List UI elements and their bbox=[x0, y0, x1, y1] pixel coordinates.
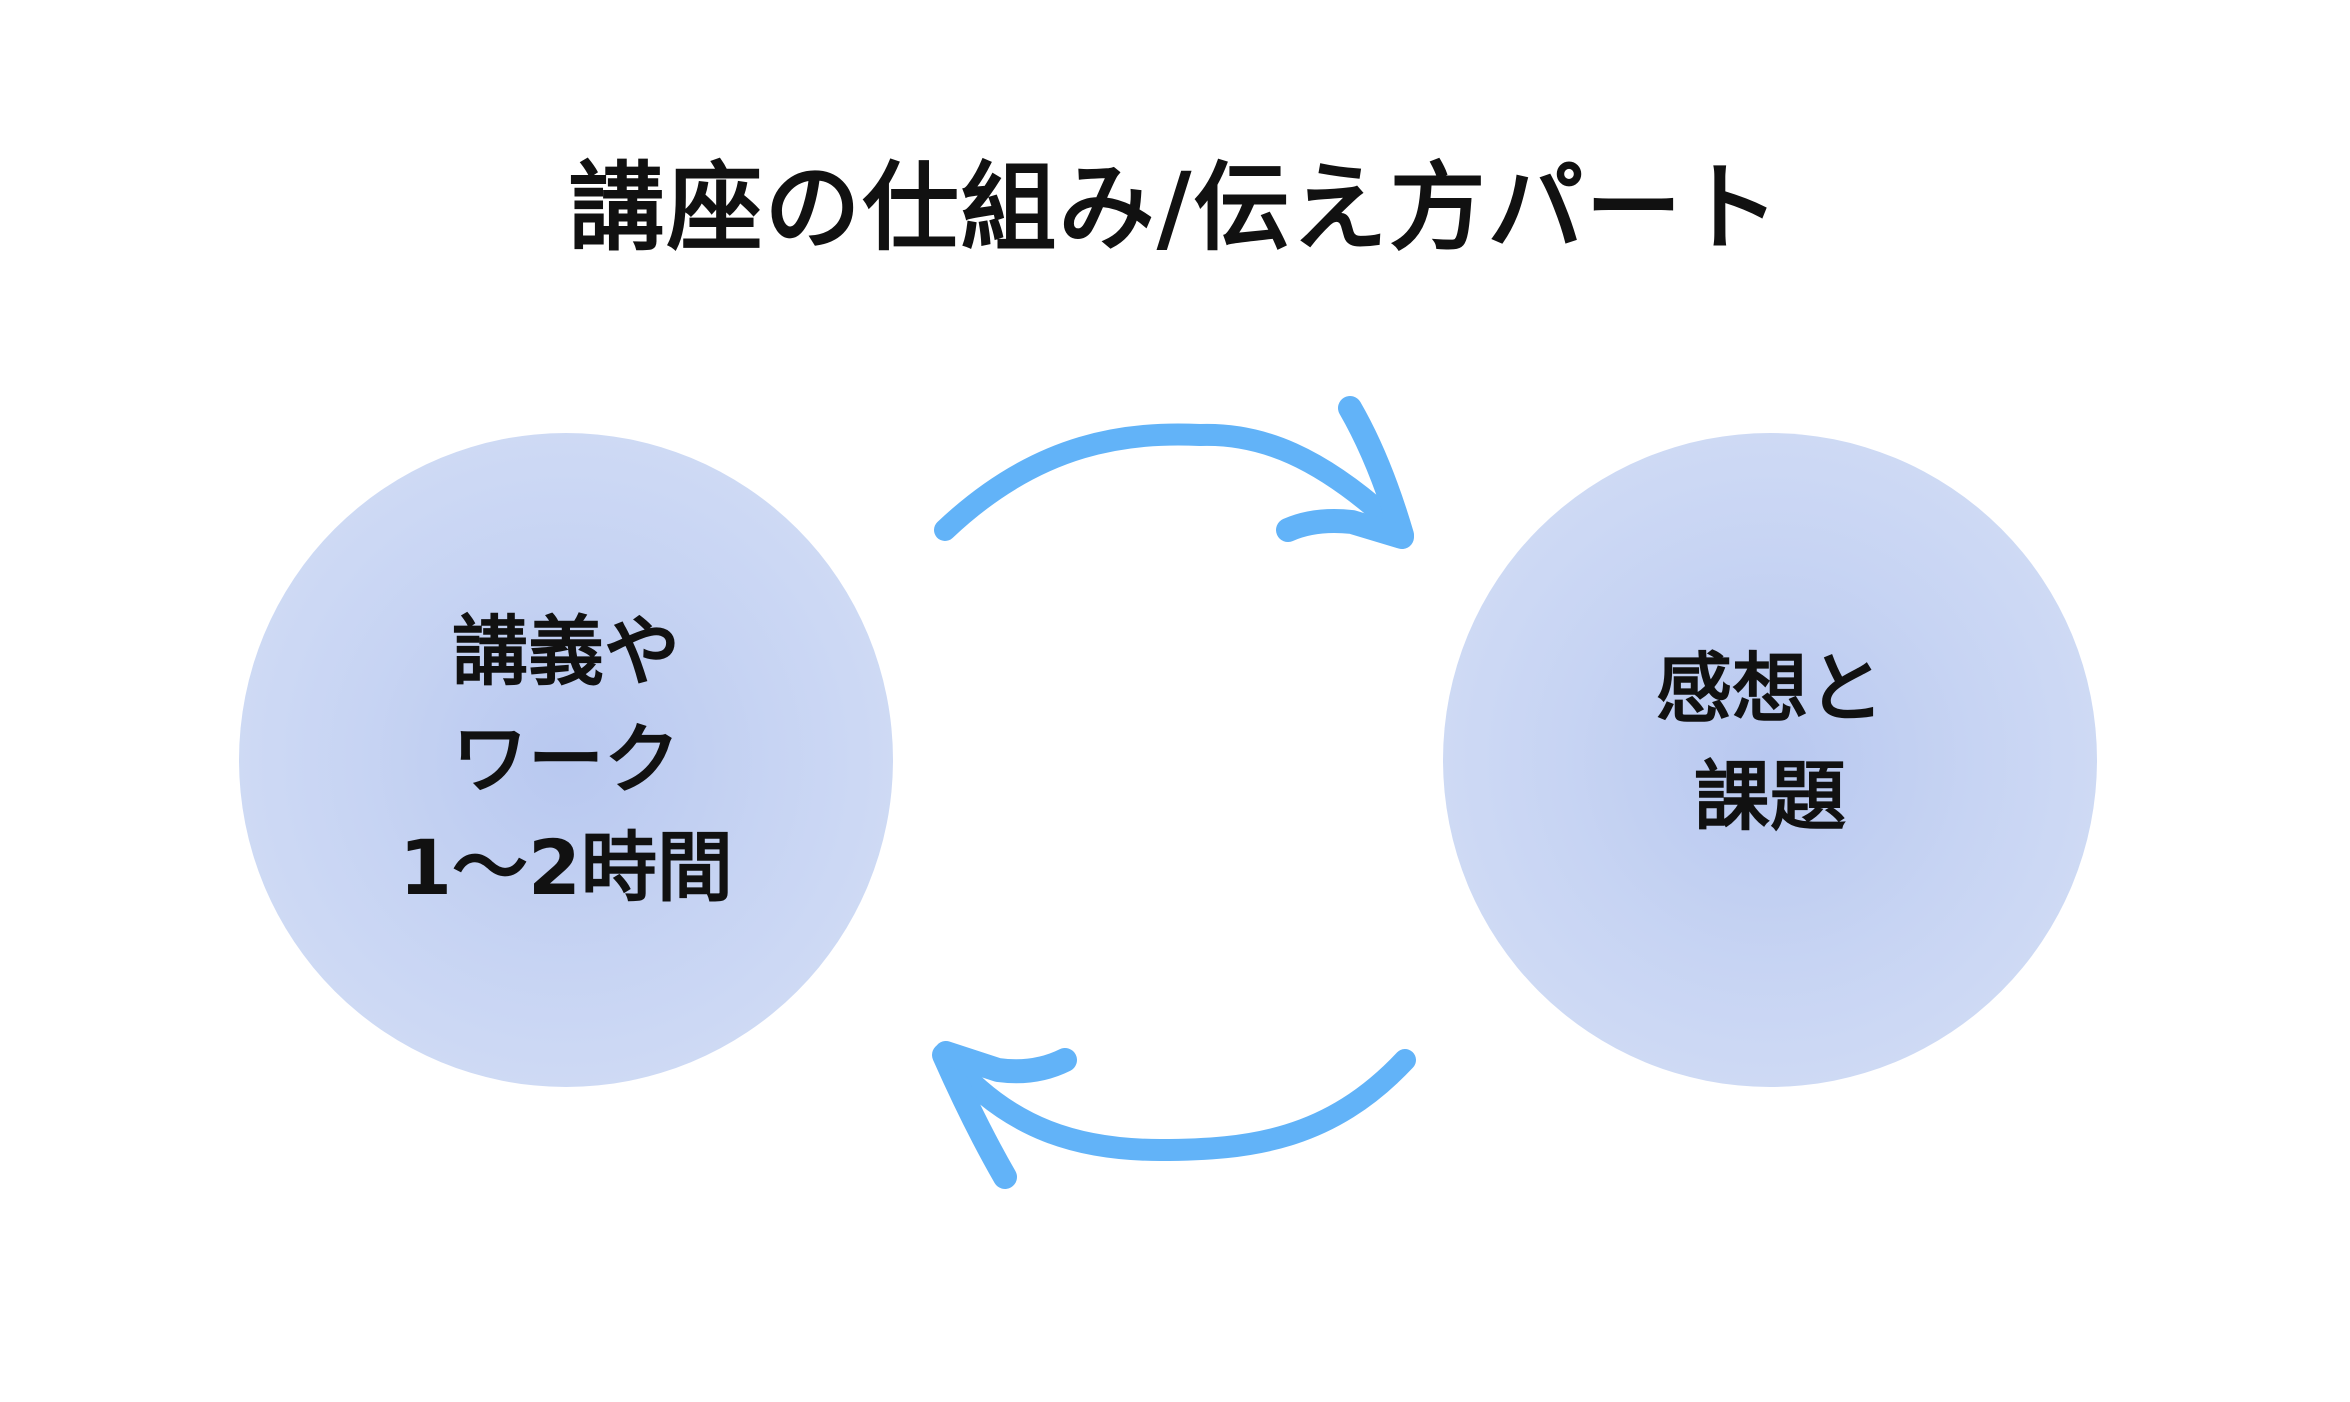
top-arrow-head-upper bbox=[1338, 396, 1414, 547]
lecture-work-line-3: 1～2時間 bbox=[399, 823, 733, 912]
feedback-assignment-line-1: 感想と bbox=[1656, 644, 1884, 733]
bottom-arrow-head-lower bbox=[932, 1043, 1017, 1189]
bottom-arrow-shaft bbox=[939, 1049, 1416, 1161]
lecture-work-line-2: ワーク bbox=[451, 715, 680, 804]
bottom-curved-arrow-icon bbox=[932, 1041, 1416, 1189]
top-curved-arrow-icon bbox=[934, 396, 1414, 549]
top-arrow-head-lower bbox=[1276, 509, 1414, 549]
top-arrow-shaft bbox=[934, 423, 1411, 541]
lecture-work-circle: 講義や ワーク 1～2時間 bbox=[239, 433, 893, 1087]
feedback-assignment-label: 感想と 課題 bbox=[1656, 635, 1884, 851]
lecture-work-line-1: 講義や bbox=[451, 607, 680, 696]
lecture-work-label: 講義や ワーク 1～2時間 bbox=[399, 598, 733, 922]
feedback-assignment-circle: 感想と 課題 bbox=[1443, 433, 2097, 1087]
bottom-arrow-head-upper bbox=[934, 1041, 1077, 1084]
feedback-assignment-line-2: 課題 bbox=[1694, 752, 1846, 841]
diagram-title: 講座の仕組み/伝え方パート bbox=[568, 152, 1782, 264]
